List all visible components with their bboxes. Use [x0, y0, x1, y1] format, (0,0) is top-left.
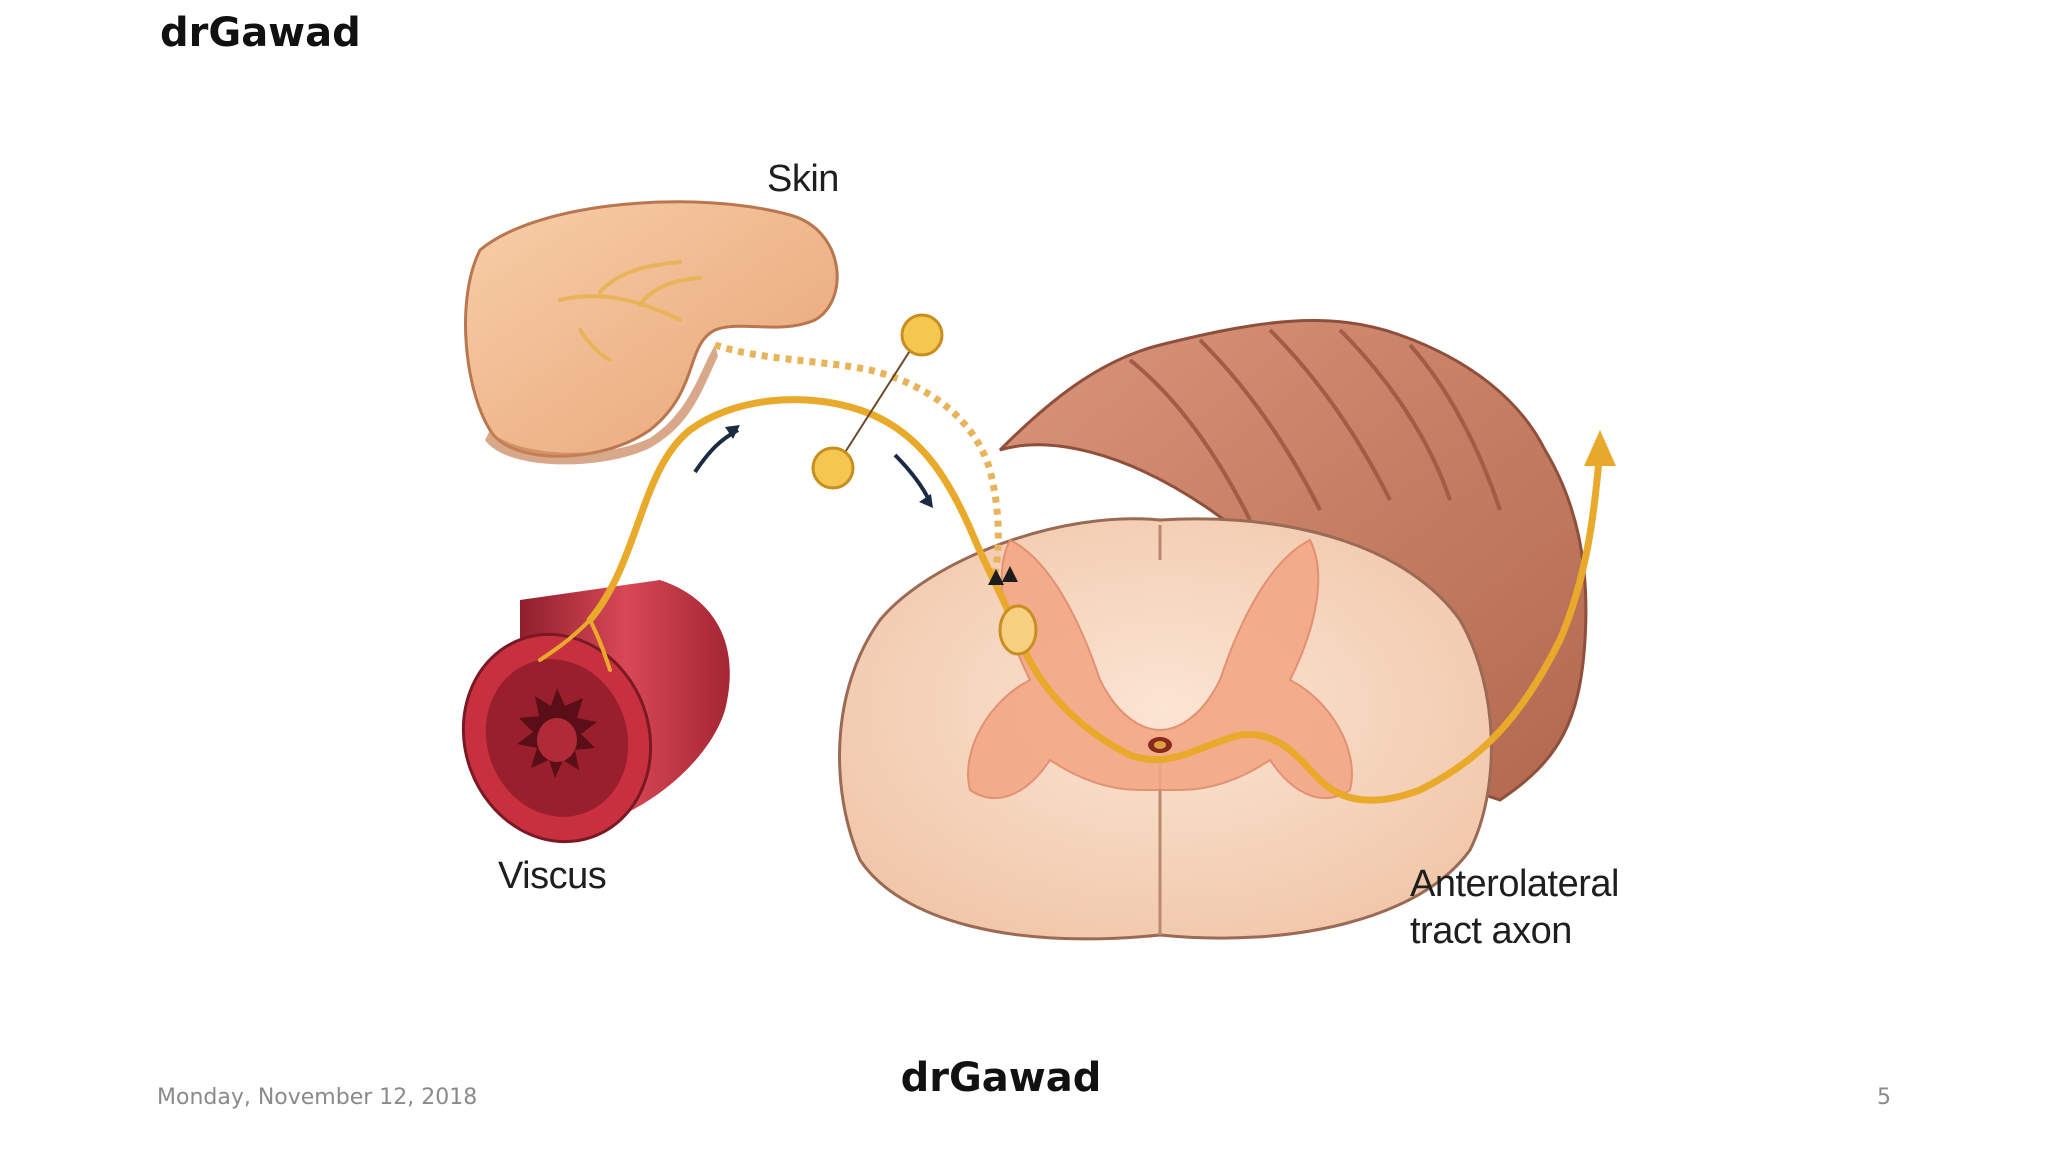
curved-arrow-icon	[693, 425, 740, 474]
label-tract-line-1: Anterolateral	[1410, 863, 1619, 905]
page-number: 5	[1877, 1085, 1891, 1110]
curved-arrow-icon	[893, 453, 933, 508]
skin-tissue	[464, 200, 839, 465]
label-viscus: Viscus	[498, 855, 606, 897]
arrow-up-icon	[1584, 430, 1616, 466]
slide-header-title: drGawad	[160, 10, 361, 56]
nerve-pathways	[538, 313, 1604, 804]
label-skin: Skin	[767, 158, 839, 200]
label-tract-line-2: tract axon	[1410, 910, 1572, 952]
footer-date: Monday, November 12, 2018	[157, 1085, 478, 1110]
footer-watermark: drGawad	[900, 1055, 1102, 1101]
viscus-organ	[461, 580, 730, 844]
spinal-cord-section	[838, 319, 1588, 941]
